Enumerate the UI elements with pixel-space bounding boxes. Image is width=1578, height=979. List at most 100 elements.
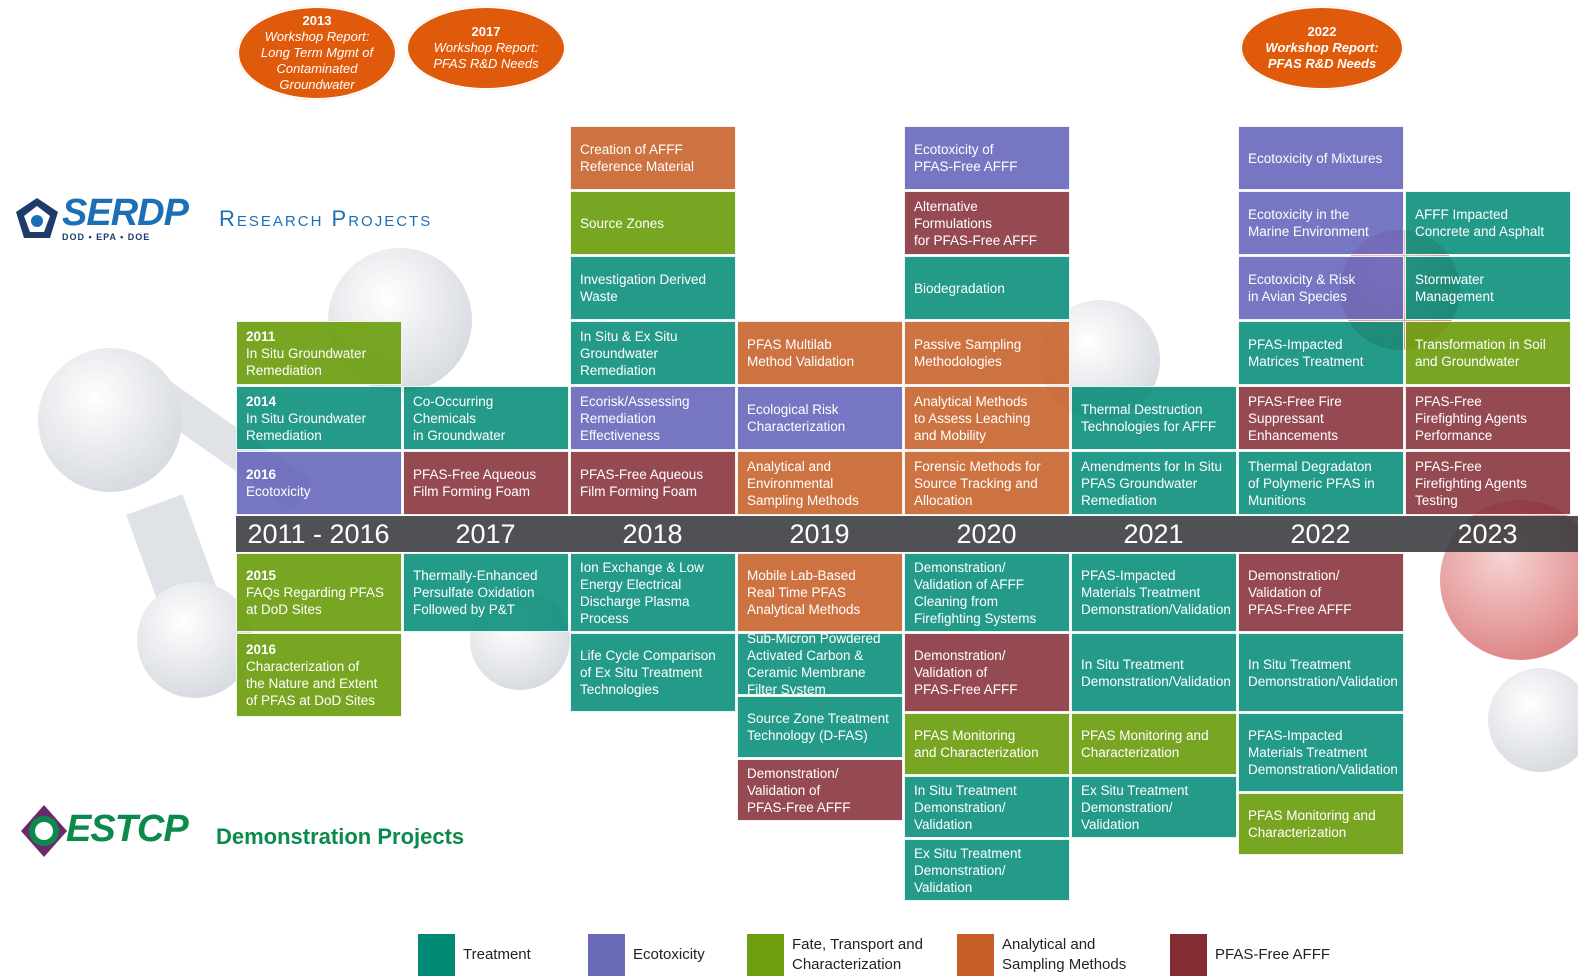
project-title: In Situ Groundwater Remediation [246, 345, 367, 378]
project-title: Analytical and Environmental Sampling Me… [747, 458, 859, 508]
research-project-cell: Investigation Derived Waste [570, 256, 736, 320]
serdp-logo: SERDP DOD • EPA • DOE Research Projects [14, 192, 514, 244]
workshop-badge-2022: 2022 Workshop Report: PFAS R&D Needs [1240, 6, 1404, 90]
project-title: Thermal Destruction Technologies for AFF… [1081, 402, 1217, 434]
project-title: Sub-Micron Powdered Activated Carbon & C… [747, 631, 881, 697]
serdp-agencies: DOD • EPA • DOE [62, 232, 151, 242]
year-label: 2017 [455, 518, 516, 549]
project-title: Ecotoxicity of PFAS-Free AFFF [914, 142, 1018, 174]
research-project-cell: Thermal Degradaton of Polymeric PFAS in … [1238, 451, 1404, 515]
legend-swatch [747, 934, 784, 976]
legend-label: Fate, Transport and Characterization [792, 936, 923, 973]
research-project-cell: Passive Sampling Methodologies [904, 321, 1070, 385]
research-project-cell: Creation of AFFF Reference Material [570, 126, 736, 190]
demonstration-project-cell: Demonstration/ Validation of PFAS-Free A… [1238, 553, 1404, 632]
project-title: PFAS-Impacted Matrices Treatment [1248, 337, 1364, 369]
project-title: Alternative Formulations for PFAS-Free A… [914, 198, 1038, 248]
project-title: Amendments for In Situ PFAS Groundwater … [1081, 458, 1223, 508]
research-project-cell: Alternative Formulations for PFAS-Free A… [904, 191, 1070, 255]
project-title: PFAS-Free Fire Suppressant Enhancements [1248, 393, 1342, 443]
legend-swatch [418, 934, 455, 976]
project-title: Ecological Risk Characterization [747, 402, 846, 434]
serdp-emblem-icon [16, 198, 58, 238]
year-bar [236, 516, 1578, 552]
demonstration-project-cell: In Situ Treatment Demonstration/Validati… [1071, 633, 1237, 712]
demonstration-project-cell: Life Cycle Comparison of Ex Situ Treatme… [570, 633, 736, 712]
project-title: Demonstration/ Validation of PFAS-Free A… [914, 648, 1018, 697]
demonstration-project-cell: Ion Exchange & Low Energy Electrical Dis… [570, 553, 736, 632]
project-title: Stormwater Management [1415, 272, 1494, 304]
workshop-year: 2017 [471, 24, 501, 39]
project-title: PFAS-Free Aqueous Film Forming Foam [580, 467, 704, 499]
demonstration-project-cell: PFAS-Impacted Materials Treatment Demons… [1071, 553, 1237, 632]
project-title: Transformation in Soil and Groundwater [1415, 337, 1546, 369]
project-title: Demonstration/ Validation of AFFF Cleani… [914, 559, 1037, 626]
project-year: 2015 [246, 568, 277, 583]
legend-swatch [588, 934, 625, 976]
research-project-cell: PFAS-Impacted Matrices Treatment [1238, 321, 1404, 385]
project-title: PFAS-Free Firefighting Agents Performanc… [1415, 393, 1527, 443]
legend-label: PFAS-Free AFFF [1215, 946, 1331, 963]
project-title: In Situ & Ex Situ Groundwater Remediatio… [580, 328, 678, 378]
research-project-cell: PFAS-Free Firefighting Agents Performanc… [1405, 386, 1571, 450]
research-project-cell: PFAS Multilab Method Validation [737, 321, 903, 385]
project-year: 2016 [246, 467, 277, 482]
project-title: Source Zones [580, 215, 665, 231]
legend-fate-transport: Fate, Transport and Characterization [747, 934, 923, 976]
project-title: Investigation Derived Waste [580, 272, 707, 304]
demonstration-project-cell: Demonstration/ Validation of PFAS-Free A… [904, 633, 1070, 712]
research-project-cell: Ecotoxicity in the Marine Environment [1238, 191, 1404, 255]
year-label: 2022 [1290, 518, 1351, 549]
workshop-title: Workshop Report: Long Term Mgmt of Conta… [260, 29, 374, 92]
project-title: PFAS Monitoring and Characterization [1081, 728, 1209, 760]
research-project-cell: Ecorisk/Assessing Remediation Effectiven… [570, 386, 736, 450]
project-year: 2016 [246, 642, 277, 657]
project-title: AFFF Impacted Concrete and Asphalt [1415, 207, 1545, 239]
year-label: 2020 [956, 518, 1017, 549]
project-title: Ion Exchange & Low Energy Electrical Dis… [580, 559, 704, 626]
demonstration-project-cell: In Situ Treatment Demonstration/ Validat… [904, 776, 1070, 838]
project-title: In Situ Treatment Demonstration/ Validat… [914, 782, 1017, 832]
project-title: Passive Sampling Methodologies [914, 337, 1022, 369]
project-title: In Situ Treatment Demonstration/Validati… [1081, 656, 1231, 689]
research-project-cell: Ecotoxicity & Risk in Avian Species [1238, 256, 1404, 320]
project-title: Ecorisk/Assessing Remediation Effectiven… [580, 393, 690, 443]
legend-label: Analytical and Sampling Methods [1002, 936, 1127, 973]
project-title: In Situ Groundwater Remediation [246, 410, 367, 443]
project-title: In Situ Treatment Demonstration/Validati… [1248, 656, 1398, 689]
research-project-cell: Ecotoxicity of PFAS-Free AFFF [904, 126, 1070, 190]
research-project-cell: PFAS-Free Aqueous Film Forming Foam [570, 451, 736, 515]
project-year: 2011 [246, 328, 276, 344]
year-label: 2021 [1123, 518, 1184, 549]
workshop-title: Workshop Report: PFAS R&D Needs [1265, 40, 1379, 71]
project-title: Thermally-Enhanced Persulfate Oxidation … [413, 568, 538, 617]
legend-analytical: Analytical and Sampling Methods [957, 934, 1126, 976]
research-project-cell: Source Zones [570, 191, 736, 255]
project-title: Source Zone Treatment Technology (D-FAS) [747, 711, 889, 743]
project-title: PFAS Monitoring and Characterization [1248, 808, 1376, 840]
research-project-cell: Ecotoxicity of Mixtures [1238, 126, 1404, 190]
project-title: Demonstration/ Validation of PFAS-Free A… [1248, 568, 1352, 617]
research-project-cell: Thermal Destruction Technologies for AFF… [1071, 386, 1237, 450]
project-title: Ecotoxicity of Mixtures [1248, 150, 1383, 166]
project-title: Analytical Methods to Assess Leaching an… [914, 393, 1031, 443]
research-project-cell: AFFF Impacted Concrete and Asphalt [1405, 191, 1571, 255]
research-project-cell: PFAS-Free Firefighting Agents Testing [1405, 451, 1571, 515]
project-title: Demonstration/ Validation of PFAS-Free A… [747, 765, 851, 815]
project-title: FAQs Regarding PFAS at DoD Sites [246, 585, 385, 617]
demonstration-project-cell: Source Zone Treatment Technology (D-FAS) [737, 696, 903, 758]
project-title: Ecotoxicity [246, 484, 311, 499]
research-projects-heading: Research Projects [219, 206, 433, 231]
estcp-logo: ESTCP Demonstration Projects [20, 804, 520, 860]
workshop-badge-2013: 2013 Workshop Report: Long Term Mgmt of … [237, 6, 397, 100]
demonstration-project-cell: Demonstration/ Validation of AFFF Cleani… [904, 553, 1070, 632]
demonstration-project-cell: PFAS Monitoring and Characterization [904, 713, 1070, 775]
demonstration-project-cell: Mobile Lab-Based Real Time PFAS Analytic… [737, 553, 903, 632]
research-project-cell: Co-Occurring Chemicals in Groundwater [403, 386, 569, 450]
project-title: Ecotoxicity in the Marine Environment [1248, 207, 1369, 239]
demonstration-project-cell: Ex Situ Treatment Demonstration/ Validat… [904, 839, 1070, 901]
